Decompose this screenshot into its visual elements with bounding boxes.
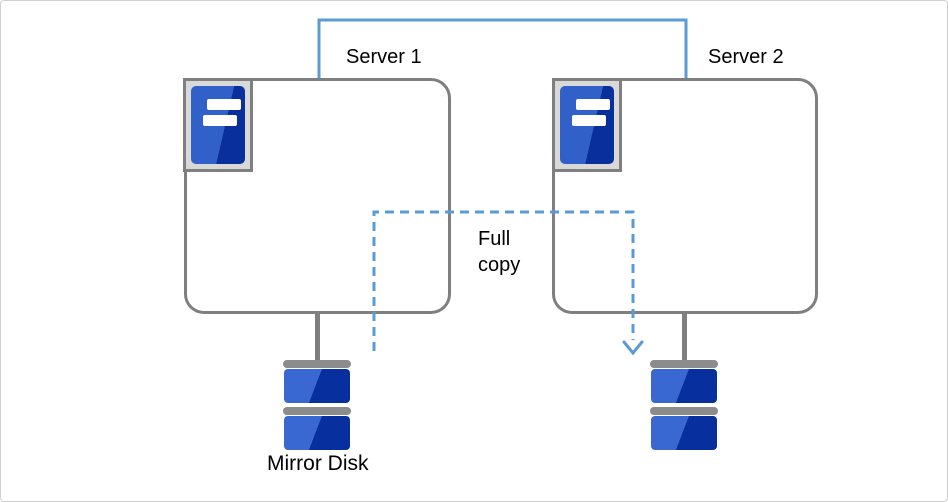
server2-disk-connector [682,314,687,361]
server-tower-body [191,86,245,164]
drive-slot [572,115,606,126]
disk-cap [283,360,351,368]
drive-slot [203,115,237,126]
drive-slot [207,99,241,110]
full-copy-arrowhead-icon [622,340,644,356]
server-tower-body [560,86,614,164]
disk-platter [284,416,350,450]
disk-platter [284,369,350,403]
server2-label: Server 2 [708,46,784,68]
server2-disk-icon [650,360,718,450]
disk-platter [651,416,717,450]
drive-slot [576,99,610,110]
mirror-disk-icon [283,360,351,450]
server1-label: Server 1 [346,46,422,68]
full-copy-label: Full copy [478,228,521,276]
disk-cap [650,360,718,368]
server1-disk-connector [315,314,320,361]
disk-cap [283,407,351,415]
disk-cap [650,407,718,415]
server-tower-icon [552,78,622,172]
server-tower-icon [183,78,253,172]
mirror-disk-label: Mirror Disk [267,452,369,475]
disk-platter [651,369,717,403]
